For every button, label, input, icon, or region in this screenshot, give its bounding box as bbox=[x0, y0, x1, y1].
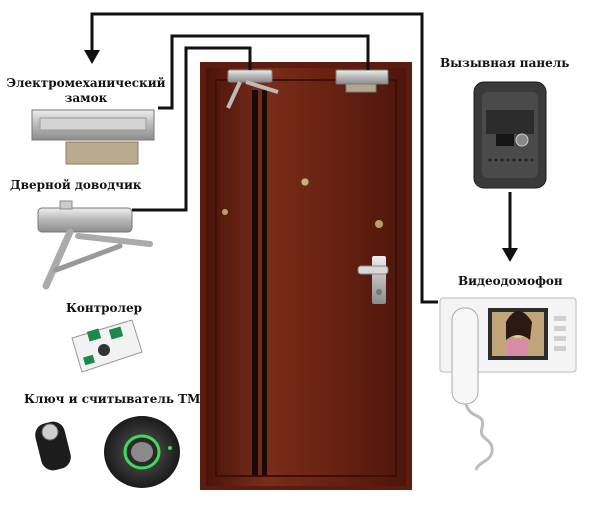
door-handle bbox=[357, 256, 389, 304]
label-call-panel: Вызывная панель bbox=[440, 56, 570, 70]
wire-closer-to-door-closer bbox=[132, 46, 252, 212]
arrow-to-lock bbox=[84, 50, 100, 64]
upper-lock-cylinder bbox=[375, 220, 383, 228]
video-intercom-device bbox=[439, 297, 577, 471]
call-panel-device bbox=[473, 81, 547, 189]
door bbox=[200, 62, 412, 490]
door-panel-outline bbox=[215, 79, 397, 477]
wire-lock-to-door-lock bbox=[158, 34, 370, 110]
peephole bbox=[300, 177, 310, 187]
door-mounted-closer bbox=[226, 69, 279, 109]
label-electromech-lock: Электромеханический замок bbox=[6, 76, 166, 105]
label-video-intercom: Видеодомофон bbox=[458, 274, 563, 288]
controller-device bbox=[71, 319, 143, 373]
arrow-to-intercom bbox=[502, 248, 518, 262]
tm-reader bbox=[104, 416, 180, 488]
door-hinge bbox=[222, 209, 228, 215]
door-stripe-right bbox=[262, 90, 267, 475]
wires bbox=[90, 12, 512, 304]
door-stripe-left bbox=[252, 90, 258, 475]
wire-intercom-to-lock bbox=[90, 12, 438, 304]
electromech-lock-device bbox=[31, 109, 155, 165]
door-mounted-lock bbox=[335, 69, 389, 93]
label-door-closer: Дверной доводчик bbox=[10, 178, 142, 192]
door-closer-device bbox=[37, 200, 153, 290]
label-key-reader: Ключ и считыватель ТМ bbox=[24, 392, 201, 406]
label-controller: Контролер bbox=[66, 301, 143, 315]
tm-key-fob bbox=[35, 421, 71, 471]
